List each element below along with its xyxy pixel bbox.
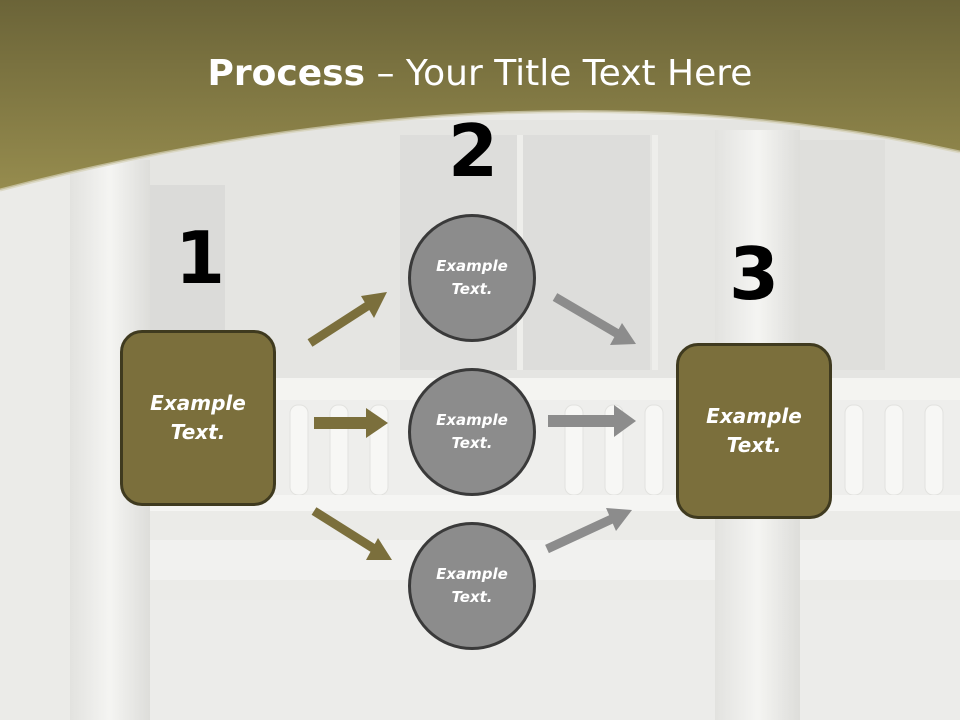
title-rest: – Your Title Text Here [365,53,753,94]
arrow-top-to-right [552,293,636,345]
arrow-to-top-circle [307,292,387,347]
bottom-circle: Example Text. [408,522,536,650]
middle-circle: Example Text. [408,368,536,496]
arrow-to-middle-circle [314,408,388,438]
arrow-bottom-to-right [545,508,632,554]
left-process-box: Example Text. [120,330,276,506]
arrow-to-bottom-circle [311,507,392,560]
step-number-2: 2 [447,109,499,193]
right-process-box: Example Text. [676,343,832,519]
step-number-3: 3 [728,232,780,316]
top-circle: Example Text. [408,214,536,342]
arrow-middle-to-right [548,405,636,437]
slide-title: Process – Your Title Text Here [0,52,960,96]
title-bold: Process [207,53,366,94]
step-number-1: 1 [174,216,226,300]
